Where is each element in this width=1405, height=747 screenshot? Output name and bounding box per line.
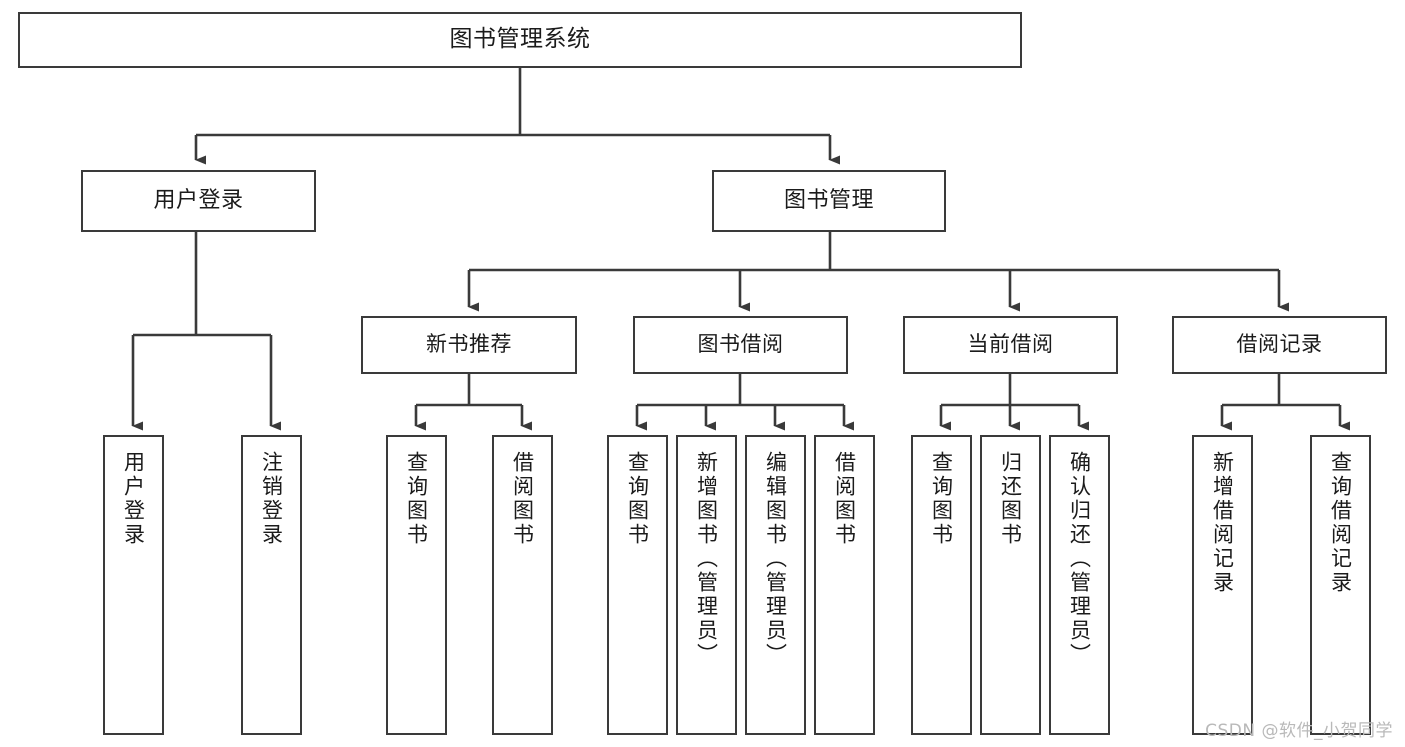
- node-label: 当前借阅: [967, 332, 1054, 357]
- leaf-current-borrow-return-book[interactable]: 归还图书: [980, 435, 1041, 735]
- node-label: 用户登录: [121, 451, 146, 547]
- leaf-new-book-borrow-book[interactable]: 借阅图书: [492, 435, 553, 735]
- node-label: 编辑图书（管理员）: [763, 451, 788, 667]
- leaf-borrow-record-query-record[interactable]: 查询借阅记录: [1310, 435, 1371, 735]
- node-label: 借阅记录: [1236, 332, 1323, 357]
- node-label: 图书管理: [783, 187, 874, 213]
- leaf-current-borrow-query-book[interactable]: 查询图书: [911, 435, 972, 735]
- node-label: 新增借阅记录: [1210, 451, 1235, 595]
- leaf-new-book-query-book[interactable]: 查询图书: [386, 435, 447, 735]
- node-label: 查询借阅记录: [1328, 451, 1353, 595]
- node-label: 确认归还（管理员）: [1067, 451, 1092, 667]
- node-label: 注销登录: [259, 451, 284, 547]
- leaf-book-borrow-edit-book-admin[interactable]: 编辑图书（管理员）: [745, 435, 806, 735]
- node-label: 查询图书: [929, 451, 954, 547]
- leaf-user-login-logout[interactable]: 注销登录: [241, 435, 302, 735]
- node-borrow-record[interactable]: 借阅记录: [1172, 316, 1387, 374]
- node-label: 图书管理系统: [449, 26, 591, 53]
- csdn-watermark: CSDN @软件_小贺同学: [1205, 721, 1393, 741]
- node-book-borrow[interactable]: 图书借阅: [633, 316, 848, 374]
- node-label: 用户登录: [153, 187, 244, 213]
- node-label: 借阅图书: [510, 451, 535, 547]
- leaf-current-borrow-confirm-return-admin[interactable]: 确认归还（管理员）: [1049, 435, 1110, 735]
- node-label: 借阅图书: [832, 451, 857, 547]
- node-label: 新书推荐: [426, 332, 512, 357]
- node-current-borrow[interactable]: 当前借阅: [903, 316, 1118, 374]
- node-label: 查询图书: [625, 451, 650, 547]
- node-label: 新增图书（管理员）: [694, 451, 719, 667]
- leaf-book-borrow-borrow-book[interactable]: 借阅图书: [814, 435, 875, 735]
- node-label: 归还图书: [998, 451, 1023, 547]
- leaf-book-borrow-query-book[interactable]: 查询图书: [607, 435, 668, 735]
- node-root-book-management-system[interactable]: 图书管理系统: [18, 12, 1022, 68]
- leaf-borrow-record-add-record[interactable]: 新增借阅记录: [1192, 435, 1253, 735]
- node-label: 图书借阅: [697, 332, 784, 357]
- node-label: 查询图书: [404, 451, 429, 547]
- leaf-user-login-login[interactable]: 用户登录: [103, 435, 164, 735]
- node-user-login[interactable]: 用户登录: [81, 170, 316, 232]
- node-new-book-recommend[interactable]: 新书推荐: [361, 316, 577, 374]
- node-book-management[interactable]: 图书管理: [712, 170, 946, 232]
- leaf-book-borrow-add-book-admin[interactable]: 新增图书（管理员）: [676, 435, 737, 735]
